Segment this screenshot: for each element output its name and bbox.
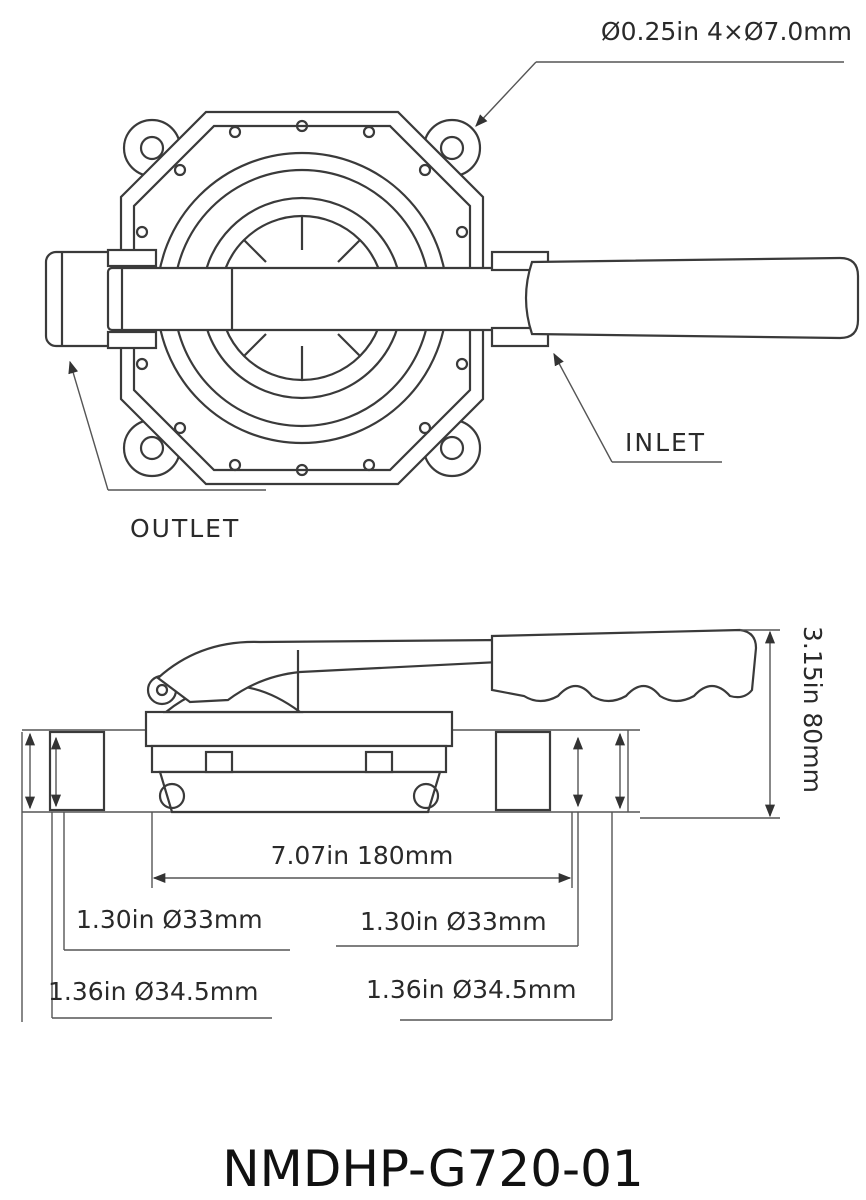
side-inlet-port — [494, 730, 552, 812]
inlet-callout: INLET — [553, 352, 722, 463]
width-dimension: 7.07in 180mm — [151, 812, 573, 888]
side-outlet-port — [48, 730, 106, 812]
side-body-top — [144, 710, 454, 748]
mount-hole-label: Ø0.25in 4×Ø7.0mm — [601, 17, 852, 46]
pump-lever — [106, 266, 550, 332]
right-port-dimension: 1.30in Ø33mm 1.36in Ø34.5mm — [336, 730, 629, 1021]
pump-side-view — [22, 628, 758, 814]
left-port-dimension: 1.30in Ø33mm 1.36in Ø34.5mm — [21, 732, 290, 1022]
height-dimension: 3.15in 80mm — [640, 626, 827, 819]
left-port-outer-label: 1.36in Ø34.5mm — [48, 977, 258, 1006]
right-port-outer-label: 1.36in Ø34.5mm — [366, 975, 576, 1004]
mount-hole-callout: Ø0.25in 4×Ø7.0mm — [475, 17, 852, 127]
outlet-label: OUTLET — [130, 514, 240, 543]
side-handle-grip — [490, 628, 758, 703]
width-label: 7.07in 180mm — [271, 841, 454, 870]
left-port-inner-label: 1.30in Ø33mm — [76, 905, 263, 934]
model-number: NMDHP-G720-01 — [222, 1140, 643, 1198]
outlet-callout: OUTLET — [68, 360, 266, 543]
inlet-label: INLET — [625, 428, 706, 457]
side-body-base — [158, 770, 442, 814]
bolt-holes — [135, 119, 469, 477]
right-port-inner-label: 1.30in Ø33mm — [360, 907, 547, 936]
side-lever — [156, 638, 502, 704]
pump-top-view — [44, 110, 860, 486]
handle-grip — [524, 256, 860, 340]
height-label: 3.15in 80mm — [798, 626, 827, 793]
